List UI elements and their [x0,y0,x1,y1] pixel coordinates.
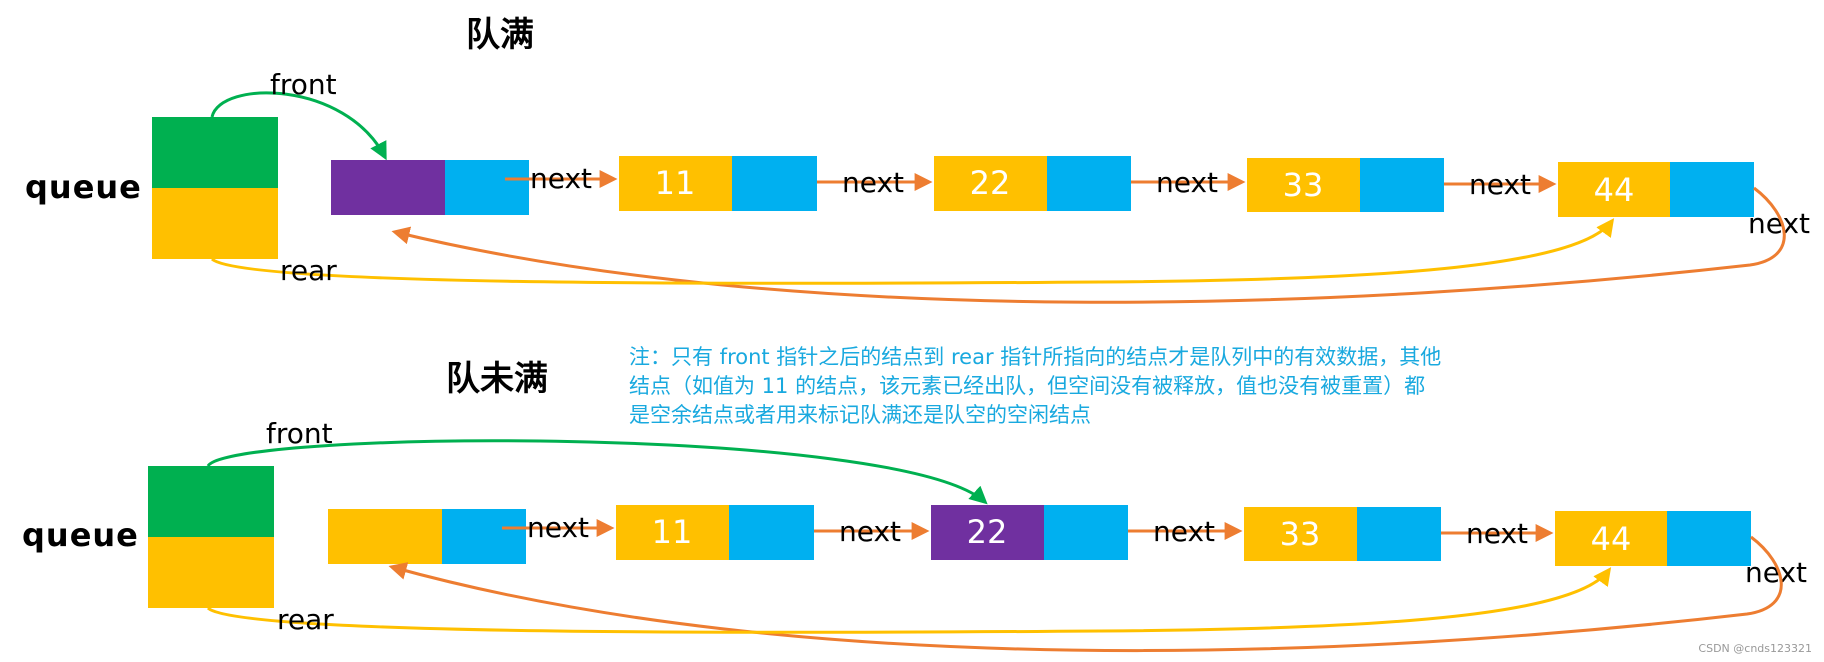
node-data-cell [619,156,732,211]
section-queue-full: 队满 queue 11 22 [25,15,1810,304]
rear-label: rear [280,254,337,287]
list-node: 22 [934,156,1131,211]
node-value: 44 [1594,171,1635,209]
node-data-cell [934,156,1047,211]
rear-label: rear [277,603,334,636]
list-node [328,509,526,564]
node-next-cell [1357,507,1441,561]
list-node: 44 [1555,511,1751,566]
watermark: CSDN @cnds123321 [1698,642,1812,655]
front-pointer-arrow [210,91,387,161]
next-label: next [527,511,589,544]
node-data-cell [1247,158,1360,212]
node-data-cell [1244,507,1357,561]
list-node [331,160,529,215]
next-label: next [1156,166,1218,199]
section-title: 队满 [466,15,534,55]
node-next-cell [729,505,814,560]
list-node: 22 [931,505,1128,560]
node-data-cell [931,505,1044,560]
node-data-cell [616,505,729,560]
rear-cell [148,537,274,608]
node-value: 22 [967,513,1008,551]
node-value: 11 [655,164,696,202]
next-label: next [530,162,592,195]
node-next-cell [1670,162,1754,217]
queue-label: queue [22,516,139,554]
front-label: front [266,417,333,450]
next-arrows [505,170,1557,193]
wrap-around-next-arrow [391,186,1786,304]
next-label: next [1745,556,1807,589]
node-value: 44 [1591,520,1632,558]
node-next-cell [1047,156,1131,211]
node-data-cell [331,160,445,215]
rear-cell [152,188,278,259]
node-next-cell [732,156,817,211]
node-data-cell [1558,162,1670,217]
next-label: next [1748,207,1810,240]
front-cell [152,117,278,188]
node-data-cell [1555,511,1667,566]
next-label: next [1153,515,1215,548]
front-cell [148,466,274,537]
list-node: 11 [619,156,817,211]
note-line: 结点（如值为 11 的结点，该元素已经出队，但空间没有被释放，值也没有被重置）都 [629,374,1425,398]
section-queue-not-full: 队未满 queue 11 22 [22,359,1807,653]
node-data-cell [328,509,442,564]
node-next-cell [442,509,526,564]
node-list: 11 22 33 44 [328,505,1751,566]
section-title: 队未满 [446,359,548,399]
next-label: next [842,166,904,199]
front-pointer-arrow [206,439,988,505]
queue-pointer-box [152,117,278,259]
next-label: next [1469,168,1531,201]
next-label: next [839,515,901,548]
node-next-cell [1044,505,1128,560]
next-label: next [1466,517,1528,550]
node-value: 33 [1280,515,1321,553]
note-line: 是空余结点或者用来标记队满还是队空的空闲结点 [629,403,1091,427]
node-list: 11 22 33 44 [331,156,1754,217]
node-value: 22 [970,164,1011,202]
rear-pointer-arrow [210,218,1615,285]
list-node: 44 [1558,162,1754,217]
next-arrows [502,519,1554,542]
list-node: 33 [1244,507,1441,561]
front-label: front [270,68,337,101]
rear-pointer-arrow [206,567,1612,634]
node-next-cell [1360,158,1444,212]
note-text: 注：只有 front 指针之后的结点到 rear 指针所指向的结点才是队列中的有… [629,345,1441,427]
queue-pointer-box [148,466,274,608]
wrap-around-next-arrow [388,535,1783,653]
node-next-cell [445,160,529,215]
queue-label: queue [25,168,142,206]
note-line: 注：只有 front 指针之后的结点到 rear 指针所指向的结点才是队列中的有… [629,345,1441,369]
node-value: 11 [652,513,693,551]
node-value: 33 [1283,166,1324,204]
list-node: 11 [616,505,814,560]
node-next-cell [1667,511,1751,566]
list-node: 33 [1247,158,1444,212]
